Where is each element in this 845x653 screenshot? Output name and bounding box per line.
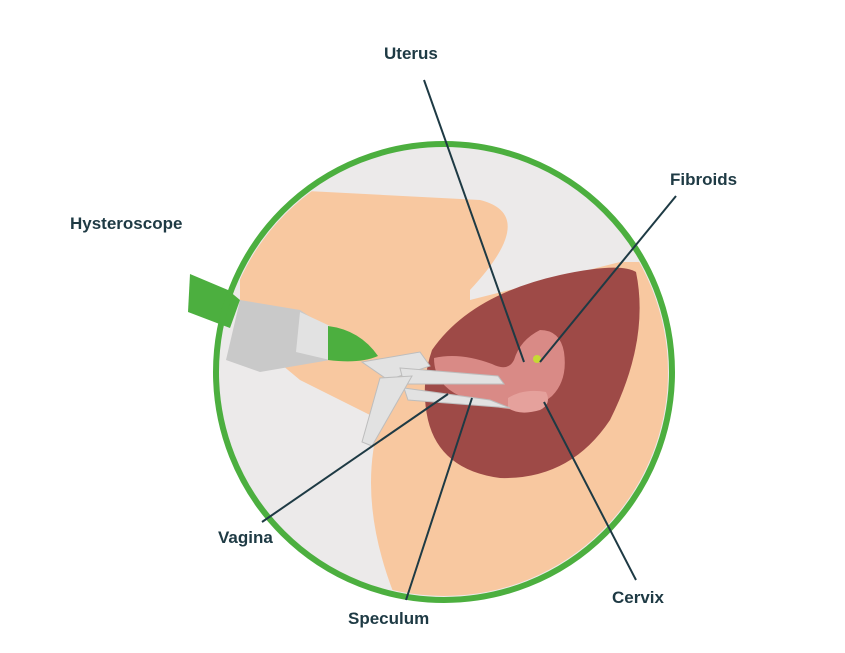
leader-line-vagina [261,393,449,523]
hysteroscope-label: Hysteroscope [70,214,183,233]
outer-ring [213,141,675,603]
hysteroscope-instrument [226,300,378,372]
leader-line-cervix [543,401,637,581]
speculum-label: Speculum [348,609,430,628]
leader-line-fibroids [539,195,677,363]
fibroid [533,355,541,363]
cervix-shape [508,390,548,413]
speculum-instrument [360,351,511,447]
leader-line-speculum [405,397,473,601]
fibroids-label: Fibroids [670,170,738,189]
uterine-cavity [434,330,565,410]
vagina-label: Vagina [218,528,273,547]
hysteroscope-handle [188,274,240,328]
uterus-label: Uterus [384,44,438,63]
anatomy-group [226,190,668,596]
leader-line-uterus [423,79,525,363]
cervix-label: Cervix [612,588,664,607]
